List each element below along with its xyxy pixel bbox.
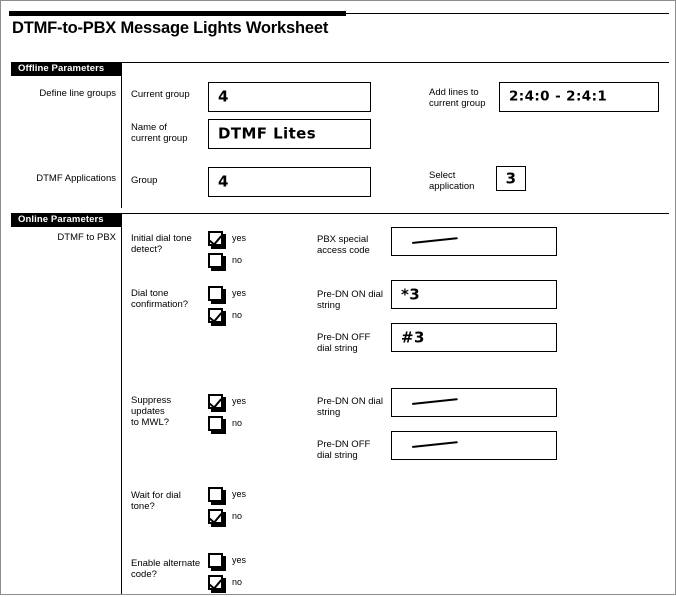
checkbox-enable-alternate-code-no[interactable] — [208, 575, 223, 590]
checkbox-label-no: no — [232, 511, 243, 521]
handwritten-dash-mark — [411, 398, 458, 406]
column-divider-offline — [121, 62, 122, 208]
checkbox-suppress-updates-to-mwl-yes[interactable] — [208, 394, 223, 409]
checkbox-label-no: no — [232, 418, 243, 428]
section-rule-online — [121, 213, 669, 214]
title-rule-thick — [9, 11, 346, 16]
checkbox-label-no: no — [232, 310, 243, 320]
handwritten-dash-mark — [411, 237, 458, 245]
field-group[interactable]: 4 — [208, 167, 371, 197]
row-label-dtmf-applications: DTMF Applications — [36, 173, 116, 184]
field-label-current-group: Current group — [131, 89, 190, 100]
field-pre-dn-on-dial-string-2[interactable] — [391, 388, 557, 417]
field-add-lines-value: 2:4:0 - 2:4:1 — [509, 88, 608, 105]
checkbox-label-yes: yes — [232, 489, 247, 499]
checkbox-dial-tone-confirmation-yes[interactable] — [208, 286, 223, 301]
field-name-current-group-value: DTMF Lites — [218, 124, 317, 143]
column-divider-online — [121, 213, 122, 594]
section-header-offline: Offline Parameters — [11, 62, 121, 76]
field-name-current-group[interactable]: DTMF Lites — [208, 119, 371, 149]
checkbox-enable-alternate-code-yes[interactable] — [208, 553, 223, 568]
section-header-online-label: Online Parameters — [18, 214, 104, 225]
section-header-offline-label: Offline Parameters — [18, 63, 105, 74]
row-label-dtmf-to-pbx: DTMF to PBX — [57, 232, 116, 243]
field-pbx-special-access-code[interactable] — [391, 227, 557, 256]
checkbox-label-yes: yes — [232, 396, 247, 406]
checkbox-wait-for-dial-tone-yes[interactable] — [208, 487, 223, 502]
title-rule-thin — [346, 13, 669, 14]
field-select-application[interactable]: 3 — [496, 166, 526, 191]
checkbox-initial-dial-tone-detect-yes[interactable] — [208, 231, 223, 246]
field-pre-dn-off-dial-string-1[interactable]: #3 — [391, 323, 557, 352]
field-add-lines[interactable]: 2:4:0 - 2:4:1 — [499, 82, 659, 112]
checkbox-label-yes: yes — [232, 288, 247, 298]
field-pre-dn-off-dial-string-2[interactable] — [391, 431, 557, 460]
field-group-value: 4 — [218, 172, 229, 191]
checkbox-suppress-updates-to-mwl-no[interactable] — [208, 416, 223, 431]
field-pre-dn-on-dial-string-1-value: *3 — [401, 285, 421, 304]
checkbox-label-no: no — [232, 577, 243, 587]
field-current-group-value: 4 — [218, 87, 229, 106]
field-current-group[interactable]: 4 — [208, 82, 371, 112]
field-label-group: Group — [131, 175, 158, 186]
section-rule-offline — [121, 62, 669, 63]
checkbox-label-no: no — [232, 255, 243, 265]
handwritten-dash-mark — [411, 441, 458, 449]
section-header-online: Online Parameters — [11, 213, 121, 227]
row-label-define-line-groups: Define line groups — [39, 88, 116, 99]
page-title: DTMF-to-PBX Message Lights Worksheet — [12, 19, 329, 37]
checkbox-dial-tone-confirmation-no[interactable] — [208, 308, 223, 323]
checkbox-label-yes: yes — [232, 555, 247, 565]
checkbox-wait-for-dial-tone-no[interactable] — [208, 509, 223, 524]
checkbox-initial-dial-tone-detect-no[interactable] — [208, 253, 223, 268]
checkbox-label-yes: yes — [232, 233, 247, 243]
field-pre-dn-off-dial-string-1-value: #3 — [401, 328, 425, 347]
field-pre-dn-on-dial-string-1[interactable]: *3 — [391, 280, 557, 309]
field-select-application-value: 3 — [505, 169, 517, 188]
